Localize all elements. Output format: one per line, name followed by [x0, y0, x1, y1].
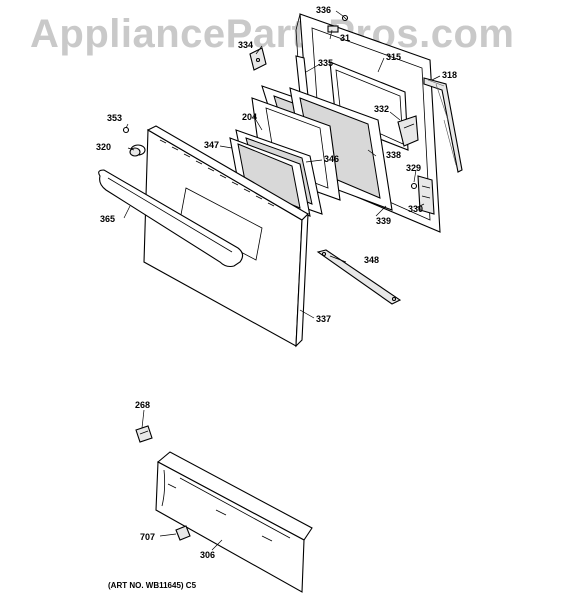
part-353-screw [122, 126, 130, 134]
label-330: 330 [408, 204, 423, 214]
leader-lines [123, 10, 441, 551]
label-331: 31 [340, 33, 350, 43]
part-365-handle [98, 169, 244, 268]
part-337-outer-door [143, 125, 309, 348]
part-334-bracket [249, 47, 267, 71]
part-330-hinge [417, 175, 435, 215]
label-348: 348 [364, 255, 379, 265]
label-337: 337 [316, 314, 331, 324]
part-318-gasket [423, 77, 463, 173]
watermark: AppliancePartsPros.com [30, 12, 515, 56]
part-707-clip [175, 525, 191, 541]
label-346: 346 [324, 154, 339, 164]
label-353: 353 [107, 113, 122, 123]
part-348-strip [316, 249, 402, 305]
part-329-screw [410, 182, 418, 190]
label-334: 334 [238, 40, 253, 50]
part-306-drawer-panel [155, 451, 313, 593]
label-365: 365 [100, 214, 115, 224]
label-338: 338 [386, 150, 401, 160]
label-347: 347 [204, 140, 219, 150]
label-335: 335 [318, 58, 333, 68]
label-332: 332 [374, 104, 389, 114]
part-268-clip [135, 425, 153, 443]
label-268: 268 [135, 400, 150, 410]
label-315: 315 [386, 52, 401, 62]
label-329: 329 [406, 163, 421, 173]
label-339: 339 [376, 216, 391, 226]
part-labels: 336 334 31 335 315 318 353 332 204 320 3… [96, 5, 457, 560]
part-336-screw [341, 14, 349, 22]
label-318: 318 [442, 70, 457, 80]
vent-slots [159, 139, 275, 207]
part-332-bracket [397, 115, 419, 147]
label-306: 306 [200, 550, 215, 560]
label-204: 204 [242, 112, 257, 122]
part-320-knob [129, 144, 146, 157]
label-320: 320 [96, 142, 111, 152]
art-number: (ART NO. WB11645) C5 [108, 581, 197, 590]
part-331-clip [327, 25, 339, 33]
label-707: 707 [140, 532, 155, 542]
label-336: 336 [316, 5, 331, 15]
